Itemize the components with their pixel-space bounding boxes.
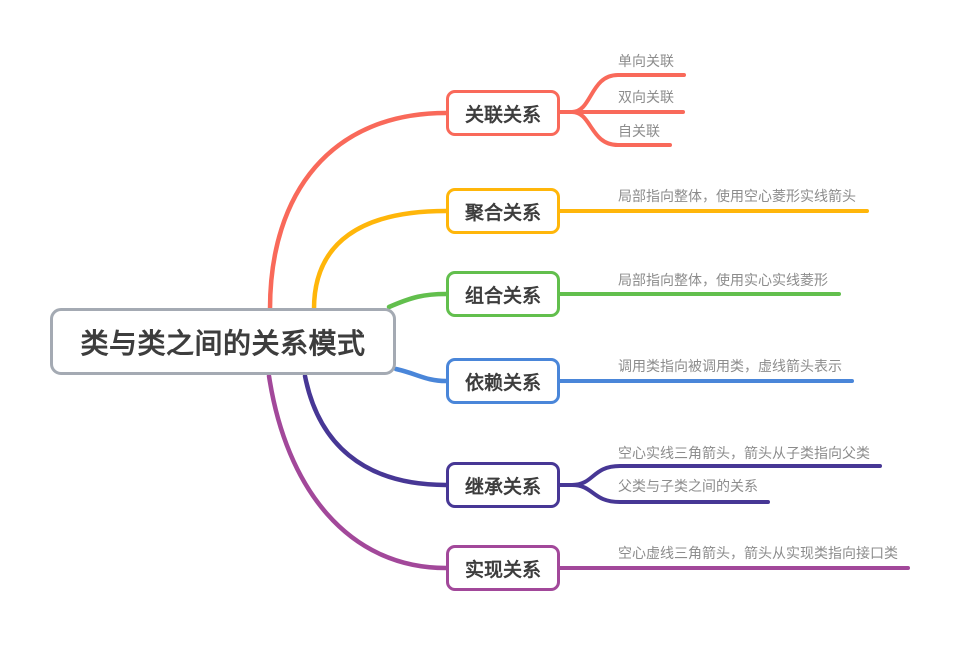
subtopic-self-association[interactable]: 自关联 (618, 123, 660, 139)
subtopic-composition-desc[interactable]: 局部指向整体，使用实心实线菱形 (618, 272, 828, 288)
child-line-one-way-association (570, 73, 686, 114)
branch-lines-association (267, 73, 686, 312)
topic-aggregation-label: 聚合关系 (464, 202, 541, 224)
subtopic-dependency-desc[interactable]: 调用类指向被调用类，虚线箭头表示 (618, 358, 842, 374)
topic-dependency-label: 依赖关系 (464, 372, 541, 394)
branch-curve-association (267, 110, 449, 312)
subtopic-two-way-association[interactable]: 双向关联 (618, 89, 674, 105)
topic-composition[interactable]: 组合关系 (446, 271, 560, 317)
topic-association-label: 关联关系 (464, 104, 541, 126)
branch-curve-realization (266, 373, 449, 571)
branch-curve-composition (386, 291, 449, 310)
topic-aggregation[interactable]: 聚合关系 (446, 188, 560, 234)
subtopic-one-way-association[interactable]: 单向关联 (618, 53, 674, 69)
topic-inheritance-label: 继承关系 (464, 476, 541, 498)
branch-curve-aggregation (311, 208, 449, 312)
branch-lines-dependency (393, 366, 854, 384)
root-topic-label: 类与类之间的关系模式 (80, 327, 366, 359)
branch-lines-aggregation (311, 208, 869, 312)
branch-lines-inheritance (302, 373, 882, 504)
branch-lines-composition (386, 291, 841, 310)
branch-curve-dependency (393, 366, 449, 384)
subtopic-realization-desc[interactable]: 空心虚线三角箭头，箭头从实现类指向接口类 (618, 545, 898, 561)
topic-realization-label: 实现关系 (464, 559, 541, 581)
child-line-self-association (570, 110, 672, 147)
root-topic[interactable]: 类与类之间的关系模式 (50, 308, 396, 375)
subtopic-inheritance-relation-desc[interactable]: 父类与子类之间的关系 (618, 478, 758, 494)
subtopic-inheritance-arrow-desc[interactable]: 空心实线三角箭头，箭头从子类指向父类 (618, 445, 870, 461)
topic-inheritance[interactable]: 继承关系 (446, 462, 560, 508)
branch-lines-realization (266, 373, 910, 571)
topic-composition-label: 组合关系 (464, 285, 541, 307)
child-line-inheritance-relation-desc (557, 483, 770, 504)
branch-curve-inheritance (302, 373, 449, 488)
topic-association[interactable]: 关联关系 (446, 90, 560, 136)
topic-realization[interactable]: 实现关系 (446, 545, 560, 591)
subtopic-aggregation-desc[interactable]: 局部指向整体，使用空心菱形实线箭头 (618, 188, 856, 204)
topic-dependency[interactable]: 依赖关系 (446, 358, 560, 404)
